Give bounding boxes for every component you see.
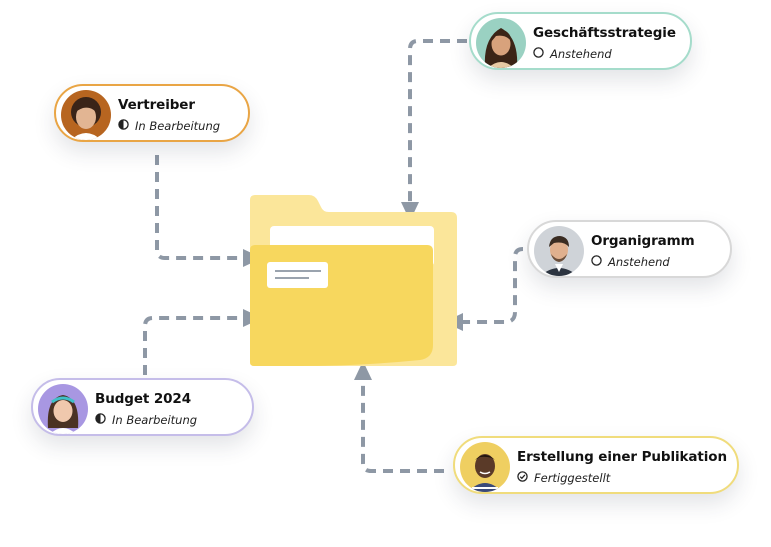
card-vertreiber[interactable]: Vertreiber In Bearbeitung	[54, 84, 250, 142]
half-circle-icon	[95, 413, 106, 427]
connector-budget	[143, 316, 243, 375]
card-status: In Bearbeitung	[118, 119, 220, 133]
avatar	[534, 226, 584, 276]
avatar	[61, 90, 111, 140]
card-status: In Bearbeitung	[95, 413, 197, 427]
card-status-label: Anstehend	[608, 255, 670, 269]
card-status: Anstehend	[591, 255, 670, 269]
card-title: Vertreiber	[118, 97, 195, 113]
folder-icon	[250, 195, 457, 366]
card-publikation[interactable]: Erstellung einer Publikation Fertiggeste…	[453, 436, 739, 494]
card-strategie[interactable]: Geschäftsstrategie Anstehend	[469, 12, 692, 70]
card-status: Anstehend	[533, 47, 612, 61]
card-budget[interactable]: Budget 2024 In Bearbeitung	[31, 378, 254, 436]
check-circle-icon	[517, 471, 528, 485]
folder-label-line	[275, 277, 309, 279]
avatar	[38, 384, 88, 434]
folder-label-line	[275, 270, 321, 272]
card-status-label: In Bearbeitung	[135, 119, 221, 133]
half-circle-icon	[118, 119, 129, 133]
empty-circle-icon	[591, 255, 602, 269]
card-title: Erstellung einer Publikation	[517, 449, 727, 465]
connector-strategie	[408, 39, 467, 203]
avatar	[476, 18, 526, 68]
connector-publikation	[361, 381, 444, 473]
card-status-label: Fertiggestellt	[534, 471, 611, 485]
card-title: Organigramm	[591, 233, 695, 249]
card-title: Geschäftsstrategie	[533, 25, 676, 41]
card-title: Budget 2024	[95, 391, 192, 407]
card-status: Fertiggestellt	[517, 471, 610, 485]
connector-vertreiber	[155, 155, 240, 260]
card-status-label: In Bearbeitung	[112, 413, 198, 427]
card-status-label: Anstehend	[550, 47, 612, 61]
connector-organigramm	[462, 247, 524, 324]
folder-label	[267, 262, 328, 288]
card-organigramm[interactable]: Organigramm Anstehend	[527, 220, 732, 278]
empty-circle-icon	[533, 47, 544, 61]
avatar	[460, 442, 510, 492]
arrowhead-strategie	[401, 202, 419, 221]
arrowhead-publikation	[354, 361, 372, 380]
